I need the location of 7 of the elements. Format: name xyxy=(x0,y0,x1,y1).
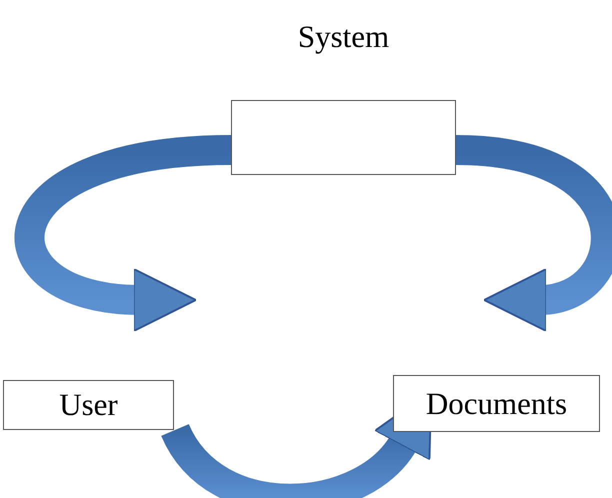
curved-arrow xyxy=(455,135,612,331)
process-box xyxy=(3,380,174,430)
box-heading: System xyxy=(296,19,390,55)
curved-arrow xyxy=(15,135,232,332)
box-label: Documents xyxy=(426,386,568,422)
process-box xyxy=(393,375,600,432)
box-label: User xyxy=(59,387,118,423)
